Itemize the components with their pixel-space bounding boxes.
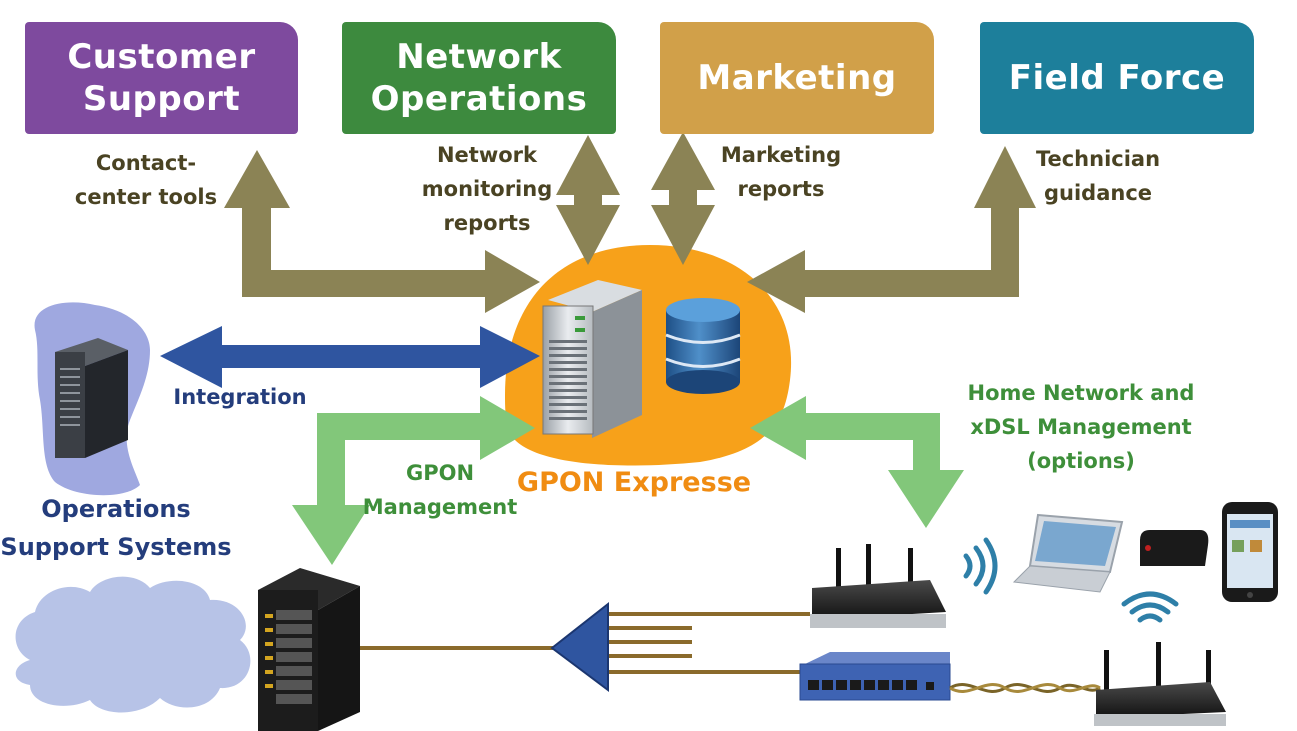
dept-field-force-label: Field Force (1008, 58, 1226, 98)
home-router-icon (1094, 642, 1226, 726)
label-technician-line2: guidance (1043, 181, 1153, 205)
database-icon (665, 298, 741, 394)
label-network-monitoring: Network monitoring reports (414, 138, 560, 240)
olt-rack-icon (258, 568, 360, 731)
wifi-home-icon (1121, 591, 1179, 623)
hub-server-icon (542, 280, 642, 438)
laptop-icon (1012, 513, 1124, 593)
dept-customer-support-line2: Support (82, 79, 241, 119)
label-home-network: Home Network and xDSL Management (option… (958, 376, 1204, 478)
dept-network-operations-line1: Network (396, 37, 562, 77)
dept-customer-support-line1: Customer (67, 37, 256, 77)
arrow-network-operations (556, 135, 620, 265)
label-oss: Operations Support Systems (0, 490, 232, 566)
label-contact-center-tools: Contact- center tools (66, 146, 226, 214)
label-contact-center-line2: center tools (74, 185, 218, 209)
set-top-box-icon (1140, 530, 1209, 566)
label-gpon-management: GPON Management (360, 456, 520, 524)
dept-customer-support[interactable]: Customer Support (25, 22, 298, 134)
label-network-monitoring-line1: Network (436, 143, 537, 167)
label-technician-guidance: Technician guidance (1028, 142, 1168, 210)
label-marketing-reports: Marketing reports (714, 138, 848, 206)
arrow-field-force (747, 146, 1036, 313)
olive-arrows (224, 132, 1036, 313)
label-network-monitoring-line3: reports (443, 211, 531, 235)
label-integration: Integration (173, 385, 307, 409)
label-contact-center-line1: Contact- (95, 151, 197, 175)
green-arrows (292, 396, 964, 565)
oss-server-icon (55, 338, 128, 458)
label-home-network-line3: (options) (1027, 449, 1135, 473)
arrow-integration (160, 326, 540, 388)
arrow-home-network (750, 396, 964, 528)
dept-network-operations[interactable]: Network Operations (342, 22, 616, 134)
switch-icon (799, 652, 951, 701)
label-oss-line1: Operations (41, 495, 191, 523)
smartphone-icon (1222, 502, 1278, 602)
wifi-signal-icon (963, 537, 998, 595)
splitter-icon (550, 601, 609, 692)
label-marketing-reports-line2: reports (737, 177, 825, 201)
label-network-monitoring-line2: monitoring (421, 177, 553, 201)
dept-marketing-label: Marketing (697, 58, 897, 98)
arrow-gpon-management (292, 396, 535, 565)
dept-network-operations-line2: Operations (370, 79, 588, 119)
fiber-lines (360, 612, 810, 674)
label-gpon-mgmt-line2: Management (362, 495, 518, 519)
label-home-network-line2: xDSL Management (970, 415, 1192, 439)
dept-marketing[interactable]: Marketing (660, 22, 934, 134)
hub-label: GPON Expresse (516, 467, 752, 498)
router-icon (810, 544, 946, 628)
cloud-icon (15, 576, 251, 713)
label-gpon-mgmt-line1: GPON (405, 461, 475, 485)
label-home-network-line1: Home Network and (967, 381, 1195, 405)
arrow-customer-support (224, 150, 540, 313)
dept-field-force[interactable]: Field Force (980, 22, 1254, 134)
label-marketing-reports-line1: Marketing (720, 143, 842, 167)
label-oss-line2: Support Systems (0, 533, 232, 561)
label-technician-line1: Technician (1035, 147, 1161, 171)
arrow-marketing (651, 132, 715, 265)
